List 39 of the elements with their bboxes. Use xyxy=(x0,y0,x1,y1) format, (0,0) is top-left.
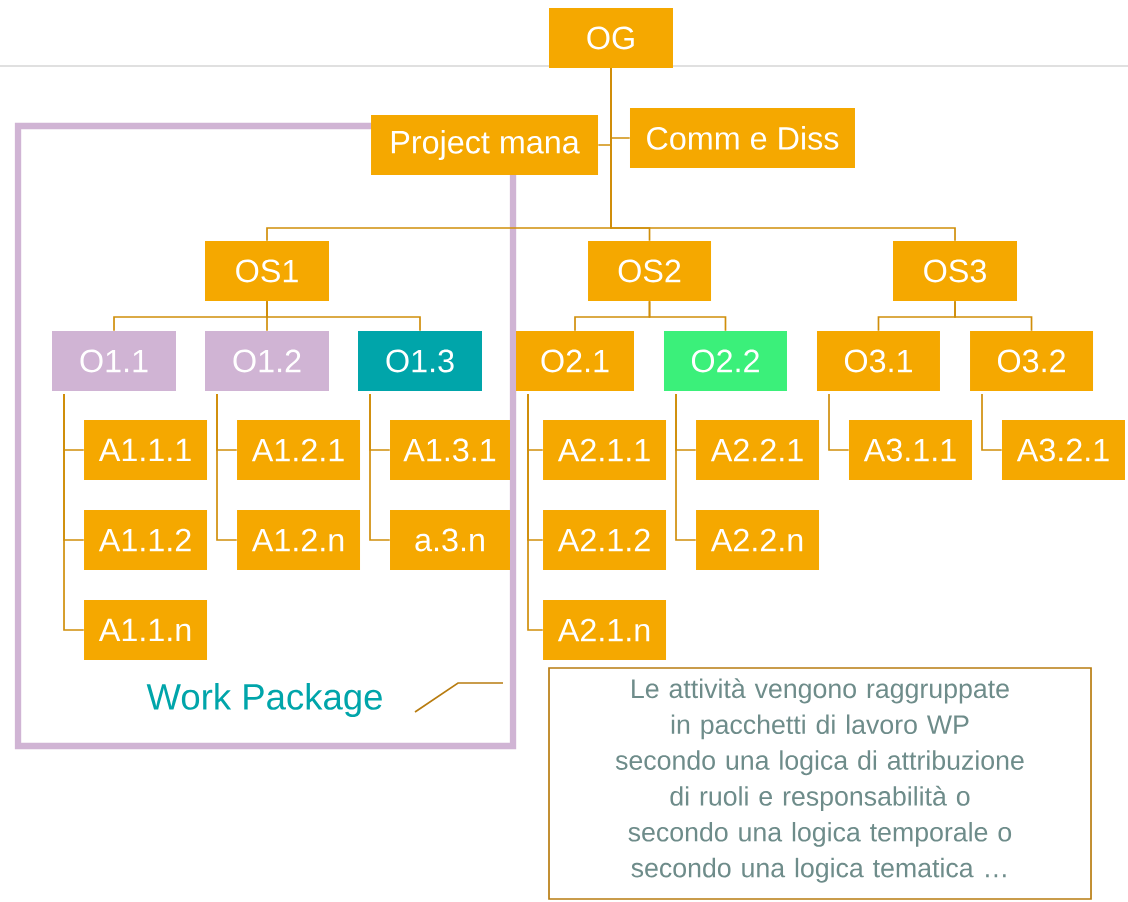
connector xyxy=(648,300,727,332)
process-box: OS2 xyxy=(588,241,712,301)
process-box: OS3 xyxy=(893,241,1017,301)
note-box: Le attività vengono raggruppate in pacchetti di lavoro WP secondo una logica di attribuzione di ruoli e responsabilità o secondo una logica temporale o secondo una logica tematica … xyxy=(548,667,1092,900)
connector xyxy=(610,67,956,242)
connector xyxy=(266,300,421,332)
connector xyxy=(954,300,1033,332)
process-box: A1.1.n xyxy=(84,600,207,660)
connector xyxy=(527,393,544,631)
process-box: A1.1.2 xyxy=(84,510,207,570)
connector xyxy=(828,393,850,451)
process-box: A2.1.n xyxy=(543,600,667,660)
process-box: a.3.n xyxy=(390,510,510,570)
process-box: OS1 xyxy=(205,241,329,301)
connector xyxy=(216,393,238,541)
process-box: O1.2 xyxy=(205,331,329,391)
process-box: O3.1 xyxy=(817,331,940,391)
process-box: O2.2 xyxy=(664,331,787,391)
process-box: OG xyxy=(549,8,673,68)
process-box: Comm e Diss xyxy=(630,108,855,168)
process-box: A1.2.n xyxy=(237,510,361,570)
process-box: A2.2.n xyxy=(696,510,820,570)
process-box: A1.1.1 xyxy=(84,420,207,480)
process-box: O2.1 xyxy=(516,331,634,391)
process-box: A1.2.1 xyxy=(237,420,361,480)
process-box: O1.1 xyxy=(52,331,176,391)
process-box: A3.2.1 xyxy=(1002,420,1125,480)
connector xyxy=(981,393,1003,451)
connector xyxy=(63,393,85,631)
process-box: A1.3.1 xyxy=(390,420,510,480)
process-box: O1.3 xyxy=(358,331,482,391)
connector xyxy=(675,393,697,541)
process-box: A3.1.1 xyxy=(849,420,972,480)
process-box: Project mana xyxy=(371,115,599,175)
process-box: A2.1.1 xyxy=(543,420,667,480)
process-box: A2.2.1 xyxy=(696,420,820,480)
process-box: O3.2 xyxy=(970,331,1094,391)
process-box: A2.1.2 xyxy=(543,510,667,570)
connector xyxy=(369,393,391,541)
